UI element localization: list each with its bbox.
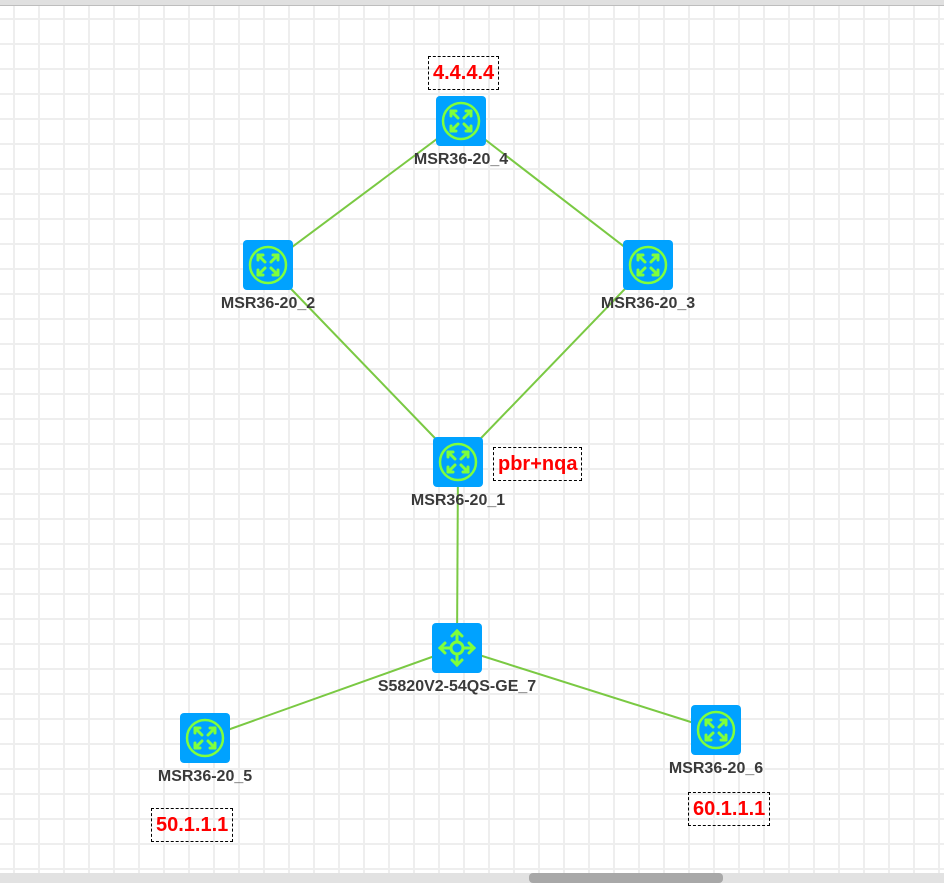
link-msr2-msr1[interactable] (267, 264, 459, 463)
annotation-msr5[interactable]: 50.1.1.1 (151, 808, 234, 842)
node-label-msr2: MSR36-20_2 (220, 295, 316, 312)
top-border (0, 0, 944, 6)
router-icon (436, 96, 486, 146)
node-label-msr3: MSR36-20_3 (600, 295, 696, 312)
horizontal-scrollbar-thumb[interactable] (529, 873, 723, 883)
node-label-sw7: S5820V2-54QS-GE_7 (377, 678, 537, 695)
router-icon (623, 240, 673, 290)
router-icon (180, 713, 230, 763)
switch-icon (432, 623, 482, 673)
horizontal-scrollbar[interactable] (0, 873, 944, 883)
annotation-msr6[interactable]: 60.1.1.1 (688, 792, 771, 826)
annotation-msr1[interactable]: pbr+nqa (493, 447, 583, 481)
node-msr6[interactable] (691, 705, 741, 755)
node-label-msr4: MSR36-20_4 (413, 151, 509, 168)
link-msr3-msr1[interactable] (457, 264, 649, 463)
node-msr4[interactable] (436, 96, 486, 146)
router-icon (243, 240, 293, 290)
node-sw7[interactable] (432, 623, 482, 673)
link-msr1-sw7[interactable] (456, 461, 459, 649)
router-icon (691, 705, 741, 755)
node-label-msr6: MSR36-20_6 (668, 760, 764, 777)
node-label-msr1: MSR36-20_1 (410, 492, 506, 509)
node-msr2[interactable] (243, 240, 293, 290)
node-msr3[interactable] (623, 240, 673, 290)
link-msr4-msr3[interactable] (460, 120, 649, 266)
node-label-msr5: MSR36-20_5 (157, 768, 253, 785)
annotation-msr4[interactable]: 4.4.4.4 (428, 56, 500, 90)
link-sw7-msr5[interactable] (204, 647, 458, 739)
node-msr1[interactable] (433, 437, 483, 487)
link-sw7-msr6[interactable] (456, 647, 717, 731)
router-icon (433, 437, 483, 487)
node-msr5[interactable] (180, 713, 230, 763)
link-msr4-msr2[interactable] (267, 120, 462, 266)
